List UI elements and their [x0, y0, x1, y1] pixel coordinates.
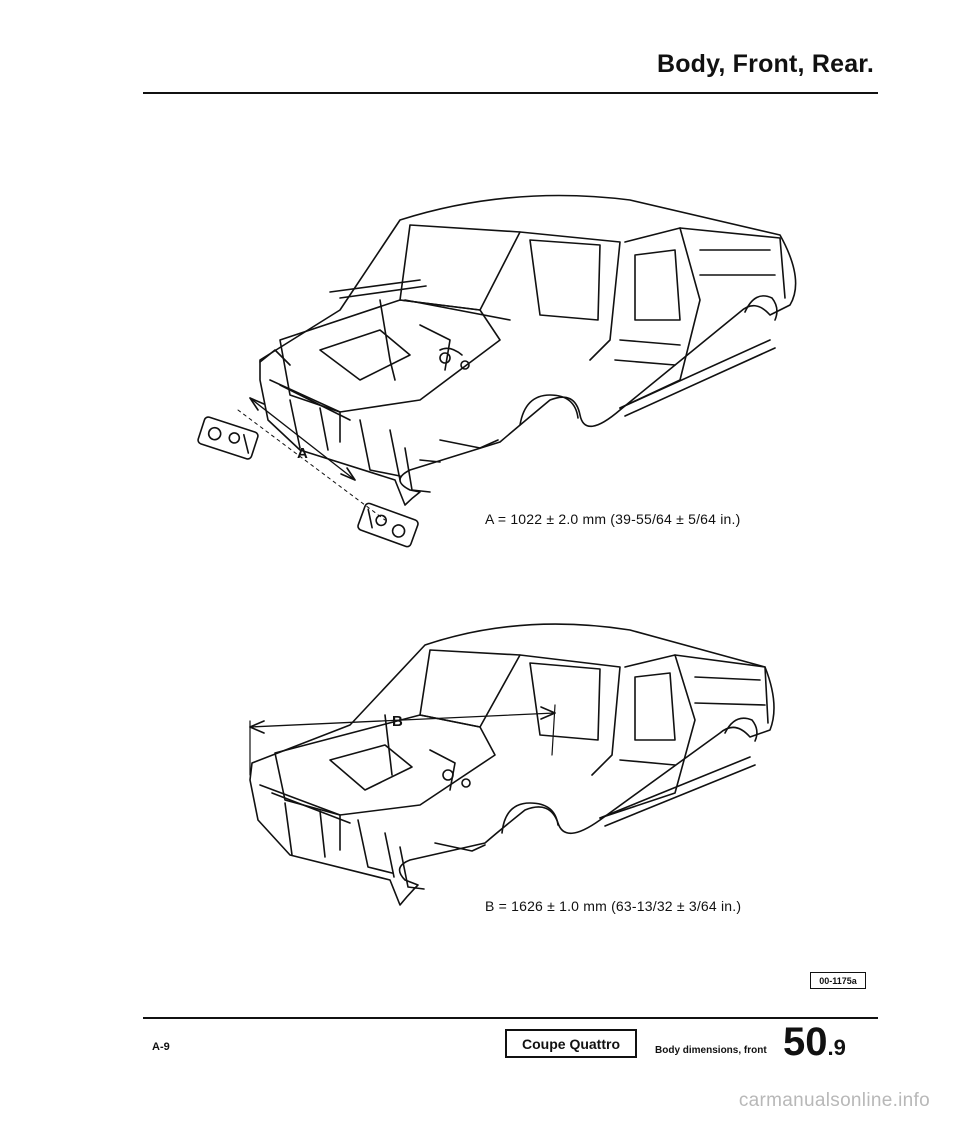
dimension-caption-b: B = 1626 ± 1.0 mm (63-13/32 ± 3/64 in.) — [485, 898, 742, 914]
model-badge: Coupe Quattro — [505, 1029, 637, 1058]
section-number: 50.9 — [783, 1020, 846, 1065]
body-shell-illustration-b: B — [180, 605, 820, 935]
footer-description: Body dimensions, front — [655, 1045, 767, 1056]
page-title: Body, Front, Rear. — [656, 50, 874, 78]
dimension-label-b: B — [392, 713, 403, 730]
watermark: carmanualsonline.info — [738, 1090, 930, 1111]
body-shell-illustration-a: A — [180, 180, 820, 570]
section-number-major: 50 — [783, 1020, 828, 1064]
figure-reference-number: 00-1175a — [810, 972, 866, 989]
dimension-label-a: A — [297, 445, 308, 462]
dimension-caption-a: A = 1022 ± 2.0 mm (39-55/64 ± 5/64 in.) — [485, 511, 741, 527]
section-number-minor: .9 — [827, 1035, 846, 1060]
header-rule — [143, 92, 878, 94]
footer-rule — [143, 1017, 878, 1019]
page-code: A-9 — [152, 1041, 170, 1053]
